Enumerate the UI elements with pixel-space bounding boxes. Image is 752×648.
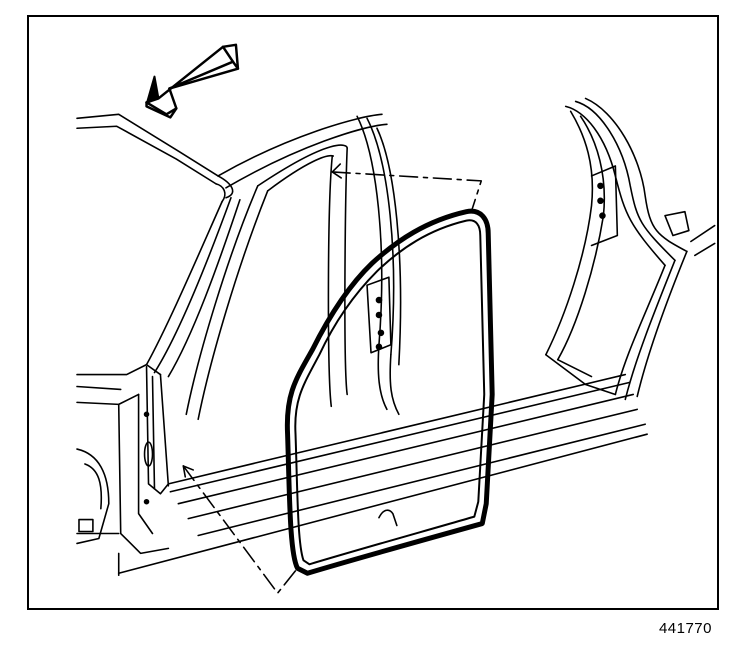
rocker-panel (117, 373, 648, 577)
body-outline (76, 113, 402, 421)
front-lower-section (76, 363, 170, 555)
door-weatherstrip-illustration (76, 43, 716, 594)
rear-quarter-section (545, 97, 716, 401)
door-weatherstrip (284, 208, 495, 576)
illustration-frame (27, 15, 719, 610)
figure-id-label: 441770 (658, 620, 712, 637)
leader-lines (182, 171, 483, 594)
forward-arrow-icon (145, 43, 240, 119)
leader-arrowheads (182, 163, 343, 478)
